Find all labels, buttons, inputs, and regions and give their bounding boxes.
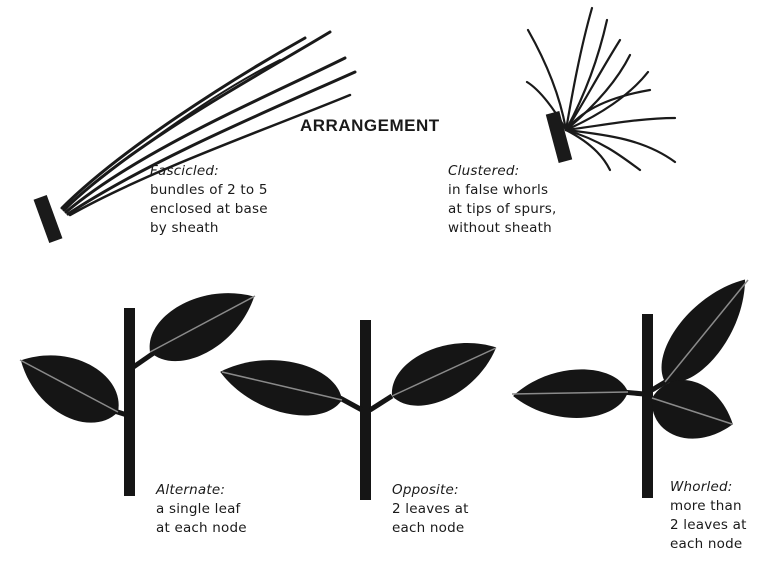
whorled-leaf-upper [646, 265, 764, 397]
alternate-term: Alternate: [156, 481, 247, 500]
alternate-stem [124, 308, 135, 496]
fascicled-description: bundles of 2 to 5 enclosed at base by sh… [150, 181, 268, 238]
clustered-term: Clustered: [448, 162, 557, 181]
fascicle-sheath [34, 195, 63, 243]
opposite-term: Opposite: [392, 481, 469, 500]
clustered-description: in false whorls at tips of spurs, withou… [448, 181, 557, 238]
alternate-leaf-twig [7, 273, 266, 496]
clustered-caption: Clustered: in false whorls at tips of sp… [448, 162, 557, 238]
whorled-stem [642, 314, 653, 498]
fascicled-term: Fascicled: [150, 162, 268, 181]
diagram-title: ARRANGEMENT [300, 116, 440, 136]
fascicled-caption: Fascicled: bundles of 2 to 5 enclosed at… [150, 162, 268, 238]
whorled-caption: Whorled: more than 2 leaves at each node [670, 478, 747, 554]
whorled-description: more than 2 leaves at each node [670, 497, 747, 554]
whorled-leaf-twig [512, 265, 764, 498]
clustered-needle-spur [527, 8, 675, 170]
whorled-term: Whorled: [670, 478, 747, 497]
opposite-description: 2 leaves at each node [392, 500, 469, 538]
alternate-caption: Alternate: a single leaf at each node [156, 481, 247, 538]
alternate-description: a single leaf at each node [156, 500, 247, 538]
opposite-leaf-twig [214, 320, 507, 500]
opposite-caption: Opposite: 2 leaves at each node [392, 481, 469, 538]
